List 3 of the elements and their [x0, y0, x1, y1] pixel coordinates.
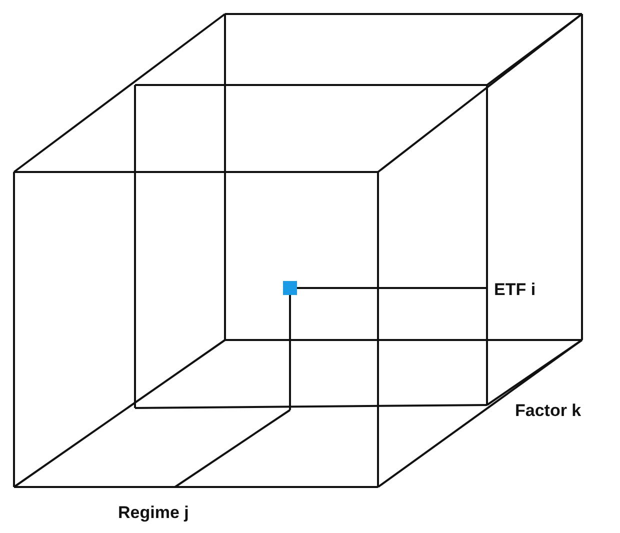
axis-label: ETF i	[494, 281, 536, 298]
axis-label: Regime j	[118, 504, 189, 521]
axis-label: Factor k	[515, 402, 582, 419]
